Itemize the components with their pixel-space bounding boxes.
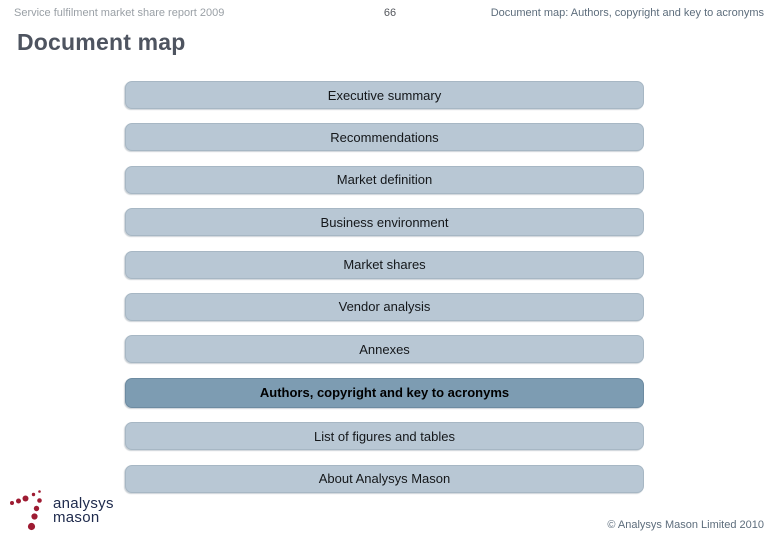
header-section-title: Document map: Authors, copyright and key… <box>490 7 764 19</box>
map-item-business-environment[interactable]: Business environment <box>125 208 644 237</box>
map-item-authors-copyright-acronyms[interactable]: Authors, copyright and key to acronyms <box>125 377 644 408</box>
report-title: Service fulfilment market share report 2… <box>14 7 225 19</box>
logo-line2: mason <box>53 509 100 526</box>
copyright-notice: © Analysys Mason Limited 2010 <box>607 519 764 531</box>
page-title: Document map <box>17 29 186 55</box>
map-item-market-shares[interactable]: Market shares <box>125 250 644 279</box>
map-item-list-of-figures-and-tables[interactable]: List of figures and tables <box>125 422 644 451</box>
logo-dots-icon <box>10 490 42 531</box>
map-item-annexes[interactable]: Annexes <box>125 335 644 364</box>
document-map: Executive summary Recommendations Market… <box>125 81 644 493</box>
page-number: 66 <box>383 7 397 19</box>
map-item-recommendations[interactable]: Recommendations <box>125 123 644 152</box>
analysys-mason-logo: analysys mason <box>8 489 114 537</box>
logo-line1: analysys <box>53 495 114 512</box>
map-item-market-definition[interactable]: Market definition <box>125 165 644 194</box>
map-item-about-analysys-mason[interactable]: About Analysys Mason <box>125 464 644 493</box>
map-item-executive-summary[interactable]: Executive summary <box>125 81 644 109</box>
map-item-vendor-analysis[interactable]: Vendor analysis <box>125 292 644 321</box>
logo-wordmark: analysys mason <box>53 495 114 526</box>
